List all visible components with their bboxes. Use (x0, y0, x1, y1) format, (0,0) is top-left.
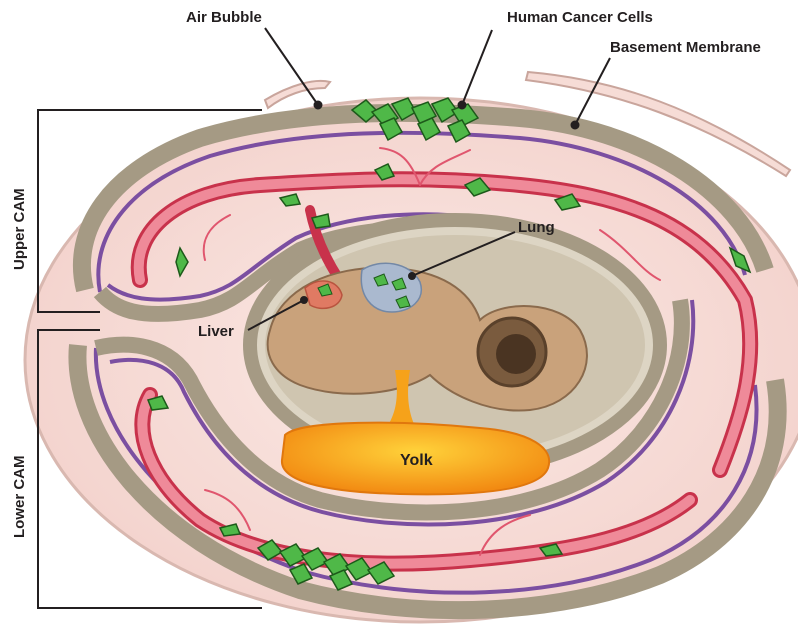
label-human-cancer-cells: Human Cancer Cells (507, 9, 653, 26)
label-air-bubble: Air Bubble (186, 9, 262, 26)
embryo-eye-inner (496, 334, 536, 374)
label-lower-cam: Lower CAM (11, 456, 28, 539)
label-lung: Lung (518, 219, 555, 236)
air-bubble-dot (315, 102, 322, 109)
label-upper-cam: Upper CAM (11, 188, 28, 270)
cancer-cells-leader (462, 30, 492, 105)
cancer-cells-dot (459, 102, 466, 109)
label-yolk: Yolk (400, 452, 433, 469)
liver-dot (301, 297, 307, 303)
label-liver: Liver (198, 323, 234, 340)
label-basement-membrane: Basement Membrane (610, 39, 761, 56)
lung-dot (409, 273, 415, 279)
basement-membrane-dot (572, 122, 579, 129)
